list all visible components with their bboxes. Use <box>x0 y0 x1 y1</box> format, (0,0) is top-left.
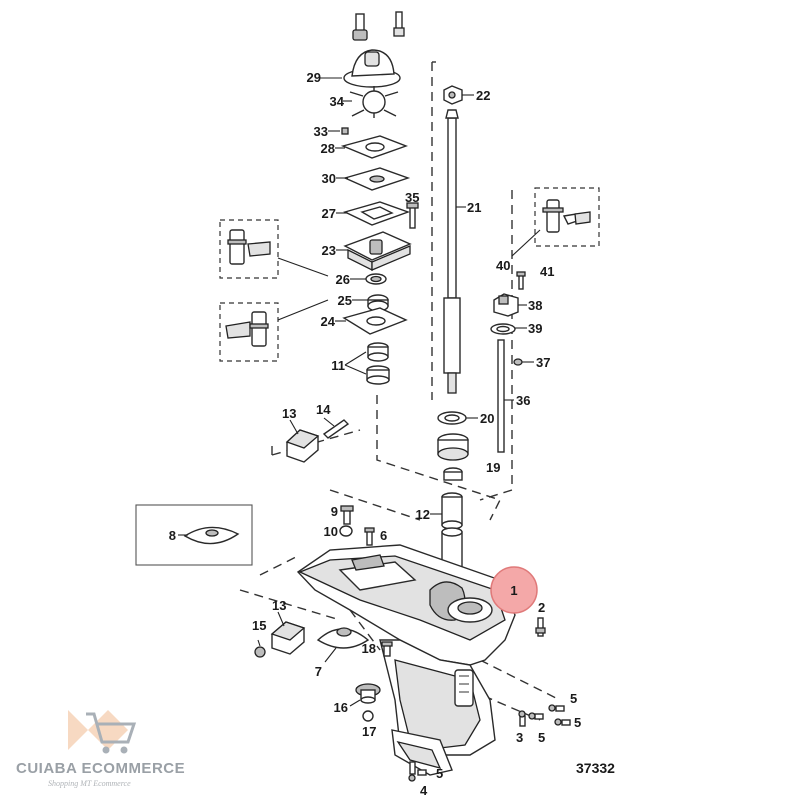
callout-8: 8 <box>169 528 176 543</box>
callout-5-b: 5 <box>574 715 581 730</box>
callout-14: 14 <box>316 402 331 417</box>
callout-7: 7 <box>315 664 322 679</box>
callout-10: 10 <box>324 524 338 539</box>
callout-labels: 29 34 33 28 30 35 27 23 26 25 24 11 22 2… <box>169 70 581 798</box>
callout-11: 11 <box>331 358 345 373</box>
part-8-detail-box <box>135 504 253 566</box>
callout-30: 30 <box>322 171 336 186</box>
part-28-gasket <box>335 135 409 159</box>
part-6-screw <box>364 527 375 546</box>
callout-22: 22 <box>476 88 490 103</box>
callout-5-a: 5 <box>570 691 577 706</box>
shopping-cart-icon <box>68 710 137 754</box>
callout-41: 41 <box>540 264 554 279</box>
callout-5-d: 5 <box>436 766 443 781</box>
part-39-washer <box>490 323 527 335</box>
part-41-screw <box>516 271 526 290</box>
figure-number: 37332 <box>576 760 615 776</box>
callout-28: 28 <box>321 141 335 156</box>
part-33-key <box>328 127 349 135</box>
gear-housing <box>296 544 516 776</box>
callout-17: 17 <box>362 724 376 739</box>
part-36-shift-shaft <box>497 339 514 453</box>
callout-26: 26 <box>336 272 350 287</box>
part-40-detail-box <box>511 187 600 257</box>
part-23-pump-base <box>336 231 412 272</box>
part-25-seal <box>352 294 389 312</box>
part-10-washer <box>339 525 353 537</box>
callout-3: 3 <box>516 730 523 745</box>
callout-37: 37 <box>536 355 550 370</box>
part-26-seal <box>350 273 387 285</box>
callout-16: 16 <box>334 700 348 715</box>
part-20-bearing <box>437 411 478 425</box>
part-15-screw <box>254 639 266 658</box>
callout-15: 15 <box>252 618 266 633</box>
callout-27: 27 <box>322 206 336 221</box>
callout-25: 25 <box>338 293 352 308</box>
callout-29: 29 <box>307 70 321 85</box>
callout-35: 35 <box>405 190 419 205</box>
callout-5-c: 5 <box>538 730 545 745</box>
callout-13-upper: 13 <box>282 406 296 421</box>
callout-1: 1 <box>510 583 517 598</box>
callout-34: 34 <box>330 94 345 109</box>
part-7-trim-tab <box>316 627 370 663</box>
callout-36: 36 <box>516 393 530 408</box>
callout-2: 2 <box>538 600 545 615</box>
lower-fasteners <box>408 704 571 782</box>
callout-18: 18 <box>362 641 376 656</box>
part-12-sleeves <box>430 492 463 573</box>
callout-40: 40 <box>496 258 510 273</box>
part-22-nut <box>443 85 474 105</box>
assembly-guide-lines <box>239 61 561 721</box>
callout-38: 38 <box>528 298 542 313</box>
part-18-screw <box>381 641 393 657</box>
part-27-gasket <box>336 201 411 226</box>
part-38-coupler <box>493 293 527 317</box>
part-17-seal <box>362 710 374 722</box>
part-2-pin <box>535 617 546 637</box>
pump-top-fittings <box>352 11 405 41</box>
callout-33: 33 <box>314 124 328 139</box>
part-26-detail-box <box>219 219 329 279</box>
callout-13-lower: 13 <box>272 598 286 613</box>
callout-12: 12 <box>416 507 430 522</box>
callout-23: 23 <box>322 243 336 258</box>
part-35-screw <box>406 202 419 229</box>
part-13-anode-upper <box>285 419 320 463</box>
part-29-pump-housing <box>320 49 401 88</box>
part-14-screw <box>322 417 350 439</box>
callout-19: 19 <box>486 460 500 475</box>
part-21-driveshaft <box>443 109 466 394</box>
callout-24: 24 <box>321 314 336 329</box>
callout-39: 39 <box>528 321 542 336</box>
part-30-plate <box>336 167 411 191</box>
callout-6: 6 <box>380 528 387 543</box>
callout-20: 20 <box>480 411 494 426</box>
callout-21: 21 <box>467 200 481 215</box>
part-24-gasket <box>335 307 408 335</box>
part-16-cap <box>349 683 381 707</box>
part-24-detail-box <box>219 299 329 362</box>
part-34-impeller <box>343 86 399 118</box>
part-19-bearing <box>437 433 469 481</box>
watermark-tagline: Shopping MT Ecommerce <box>48 779 131 788</box>
part-9-screw <box>340 505 354 525</box>
part-11-bushings <box>344 342 390 385</box>
callout-9: 9 <box>331 504 338 519</box>
part-13-anode-lower <box>270 611 306 655</box>
callout-4: 4 <box>420 783 428 798</box>
part-37-clip <box>513 358 534 366</box>
part-1-highlight <box>490 566 538 614</box>
watermark-brand: CUIABA ECOMMERCE <box>16 760 186 777</box>
